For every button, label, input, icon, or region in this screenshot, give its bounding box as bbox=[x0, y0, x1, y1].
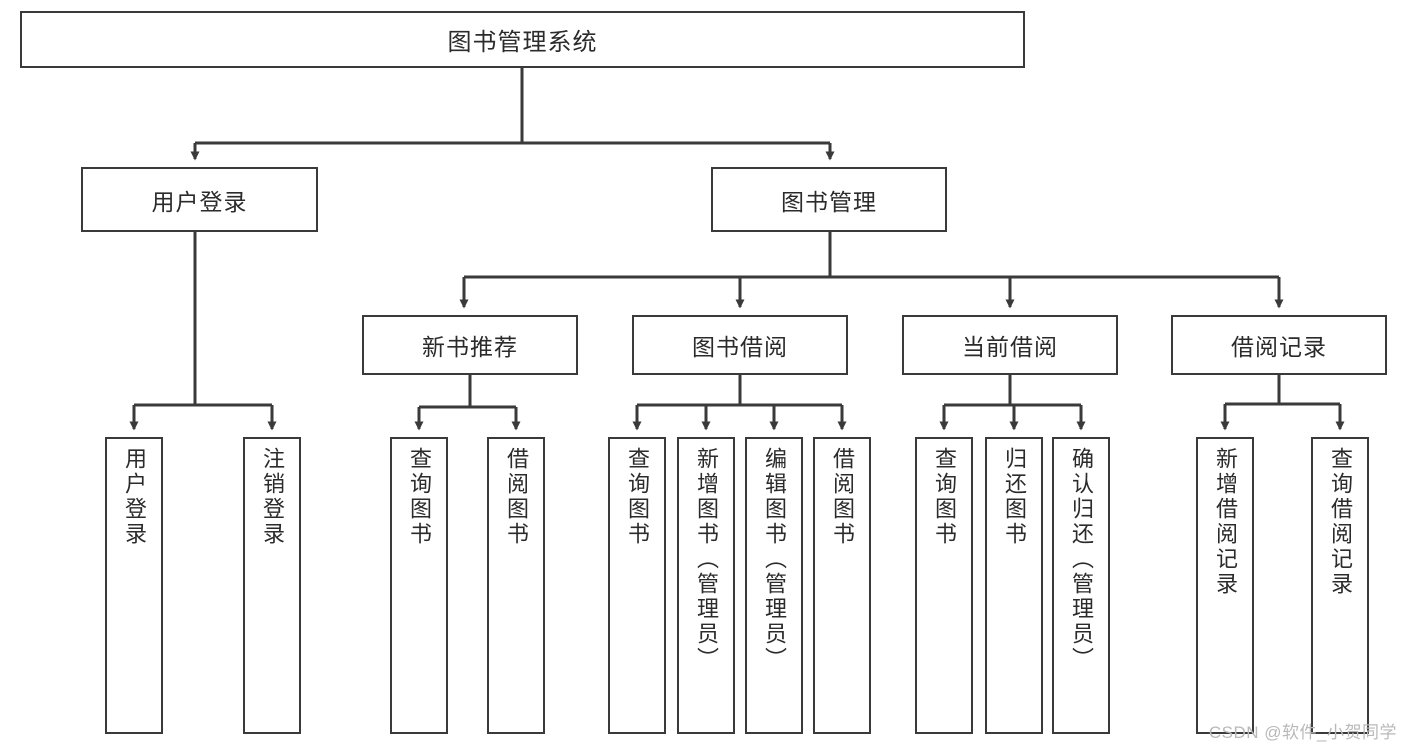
node-new-book-rec-label: 新书推荐 bbox=[422, 334, 518, 360]
node-leaf-return-book-label: 归还图书 bbox=[1002, 447, 1027, 547]
node-book-borrow-label: 图书借阅 bbox=[692, 334, 788, 360]
node-leaf-query-record[interactable]: 查询借阅记录 bbox=[1311, 437, 1369, 734]
node-leaf-borrow-book-1[interactable]: 借阅图书 bbox=[487, 437, 545, 734]
node-leaf-return-book[interactable]: 归还图书 bbox=[985, 437, 1043, 734]
node-root-label: 图书管理系统 bbox=[447, 29, 598, 56]
node-leaf-edit-book-label: 编辑图书（管理员） bbox=[762, 447, 787, 672]
node-leaf-borrow-book-2[interactable]: 借阅图书 bbox=[813, 437, 871, 734]
node-leaf-logout[interactable]: 注销登录 bbox=[243, 437, 301, 734]
node-book-borrow[interactable]: 图书借阅 bbox=[632, 315, 848, 375]
watermark-text: CSDN @软件_小贺同学 bbox=[1208, 723, 1397, 742]
node-leaf-add-book-label: 新增图书（管理员） bbox=[694, 447, 719, 672]
node-leaf-query-book-3-label: 查询图书 bbox=[932, 447, 957, 547]
node-root[interactable]: 图书管理系统 bbox=[20, 11, 1025, 68]
node-leaf-borrow-book-2-label: 借阅图书 bbox=[830, 447, 855, 547]
node-new-book-rec[interactable]: 新书推荐 bbox=[362, 315, 578, 375]
node-borrow-record-label: 借阅记录 bbox=[1231, 334, 1327, 360]
node-leaf-query-book-1[interactable]: 查询图书 bbox=[390, 437, 448, 734]
node-user-login-label: 用户登录 bbox=[151, 188, 248, 215]
node-leaf-query-record-label: 查询借阅记录 bbox=[1328, 447, 1353, 597]
node-leaf-add-book[interactable]: 新增图书（管理员） bbox=[677, 437, 735, 734]
node-user-login[interactable]: 用户登录 bbox=[81, 167, 318, 232]
node-leaf-add-record[interactable]: 新增借阅记录 bbox=[1196, 437, 1254, 734]
node-leaf-query-book-3[interactable]: 查询图书 bbox=[915, 437, 973, 734]
node-leaf-borrow-book-1-label: 借阅图书 bbox=[504, 447, 529, 547]
node-book-manage[interactable]: 图书管理 bbox=[711, 167, 947, 232]
node-current-borrow-label: 当前借阅 bbox=[962, 334, 1058, 360]
node-leaf-logout-label: 注销登录 bbox=[260, 447, 285, 547]
node-leaf-user-login-label: 用户登录 bbox=[122, 447, 147, 547]
node-book-manage-label: 图书管理 bbox=[781, 188, 877, 215]
node-leaf-add-record-label: 新增借阅记录 bbox=[1213, 447, 1238, 597]
node-leaf-query-book-1-label: 查询图书 bbox=[407, 447, 432, 547]
node-leaf-confirm-return[interactable]: 确认归还（管理员） bbox=[1052, 437, 1110, 734]
node-borrow-record[interactable]: 借阅记录 bbox=[1171, 315, 1387, 375]
node-leaf-edit-book[interactable]: 编辑图书（管理员） bbox=[745, 437, 803, 734]
node-leaf-query-book-2-label: 查询图书 bbox=[625, 447, 650, 547]
node-leaf-confirm-return-label: 确认归还（管理员） bbox=[1069, 447, 1094, 672]
node-leaf-query-book-2[interactable]: 查询图书 bbox=[608, 437, 666, 734]
node-leaf-user-login[interactable]: 用户登录 bbox=[105, 437, 163, 734]
node-current-borrow[interactable]: 当前借阅 bbox=[902, 315, 1118, 375]
